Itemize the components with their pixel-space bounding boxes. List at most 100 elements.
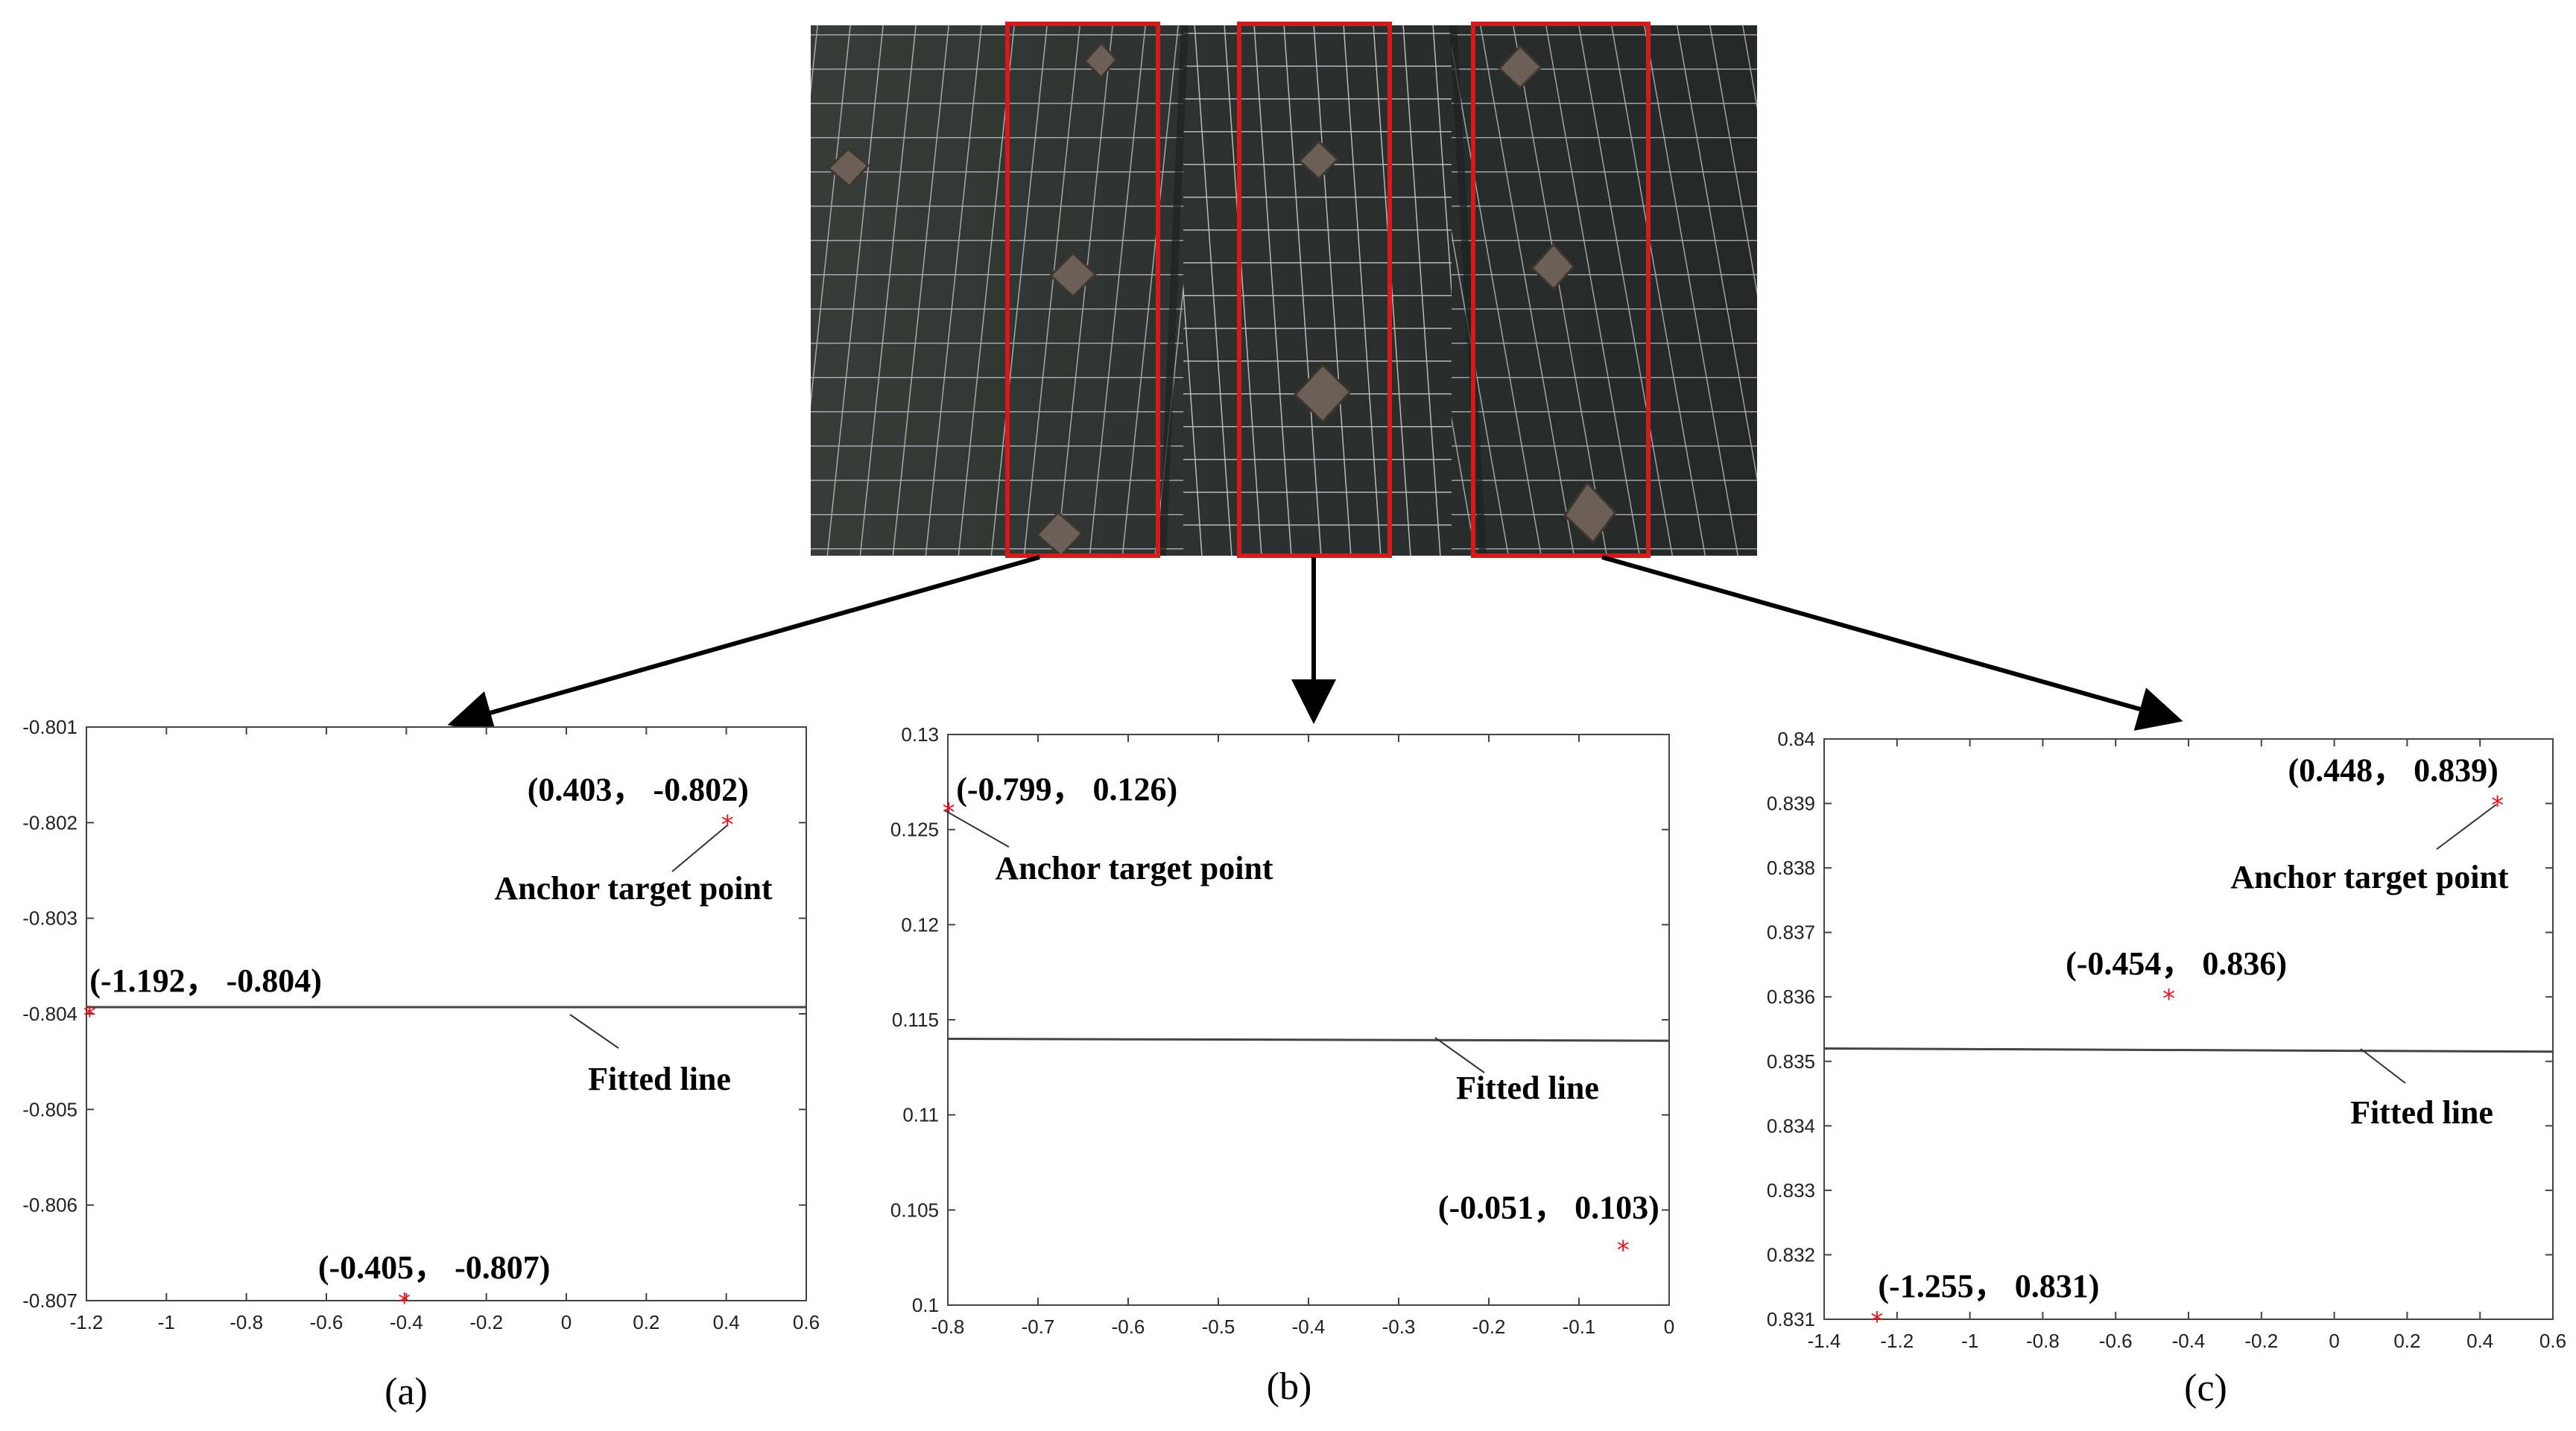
data-point-marker: * bbox=[2491, 791, 2504, 821]
x-tick-label: -0.5 bbox=[1202, 1316, 1235, 1338]
y-tick-label: 0.832 bbox=[1767, 1243, 1815, 1266]
anchor-plate-icon bbox=[1083, 41, 1118, 80]
x-tick-label: 0 bbox=[561, 1311, 572, 1333]
y-tick-label: -0.801 bbox=[22, 716, 77, 738]
anchor-target-label: Anchor target point bbox=[995, 850, 1273, 886]
fitted-leader-line bbox=[569, 1014, 619, 1049]
y-tick-label: 0.839 bbox=[1767, 793, 1815, 815]
selection-box-b bbox=[1237, 22, 1392, 558]
anchor-target-label: Anchor target point bbox=[494, 870, 773, 907]
x-tick-label: -0.6 bbox=[310, 1311, 344, 1333]
fitted-leader-line bbox=[1434, 1037, 1485, 1073]
x-tick-label: -1.4 bbox=[1808, 1330, 1841, 1352]
y-tick-label: 0.13 bbox=[901, 723, 939, 746]
y-tick-label: -0.806 bbox=[22, 1194, 77, 1216]
chart-caption: (b) bbox=[1267, 1365, 1312, 1408]
y-tick-label: 0.12 bbox=[901, 913, 939, 936]
fitted-line-label: Fitted line bbox=[588, 1061, 731, 1097]
plot-area bbox=[947, 734, 1670, 1306]
fitted-line bbox=[947, 1038, 1670, 1042]
arrow-to-chart-a bbox=[447, 555, 1040, 734]
arrow-to-chart-c bbox=[1601, 555, 2183, 731]
x-tick-label: -1 bbox=[158, 1311, 175, 1333]
data-point-label: (0.448， 0.839) bbox=[2288, 752, 2499, 789]
data-point-marker: * bbox=[2162, 984, 2175, 1014]
x-tick-label: 0.6 bbox=[2539, 1330, 2566, 1352]
x-tick-label: 0.2 bbox=[2393, 1330, 2420, 1352]
y-tick-label: 0.837 bbox=[1767, 921, 1815, 944]
data-point-label: (-0.051， 0.103) bbox=[1438, 1189, 1659, 1225]
y-tick-label: 0.11 bbox=[902, 1104, 939, 1126]
x-tick-label: 0.6 bbox=[793, 1311, 820, 1333]
x-tick-label: -0.4 bbox=[390, 1311, 423, 1333]
x-tick-label: -0.2 bbox=[2244, 1330, 2278, 1352]
y-tick-label: 0.836 bbox=[1767, 986, 1815, 1008]
x-tick-label: -0.4 bbox=[2172, 1330, 2206, 1352]
x-tick-label: -0.8 bbox=[230, 1311, 263, 1333]
x-tick-label: -0.8 bbox=[2026, 1330, 2060, 1352]
selection-box-a bbox=[1005, 22, 1160, 558]
x-tick-label: 0.2 bbox=[633, 1311, 659, 1333]
anchor-plate-icon bbox=[1293, 363, 1352, 424]
y-tick-label: -0.807 bbox=[22, 1289, 77, 1312]
selection-box-c bbox=[1471, 22, 1651, 558]
y-tick-label: 0.115 bbox=[892, 1009, 939, 1031]
anchor-plate-icon bbox=[1048, 251, 1098, 299]
x-tick-label: -0.8 bbox=[931, 1316, 965, 1338]
y-tick-label: 0.834 bbox=[1767, 1114, 1815, 1137]
y-tick-label: -0.803 bbox=[22, 907, 77, 930]
anchor-plate-icon bbox=[1563, 480, 1617, 545]
chart-b: -0.8 -0.7 -0.6 -0.5 -0.4 -0.3 -0.2 -0.1 0 0.13 0.1… bbox=[890, 723, 1674, 1408]
y-tick-label: 0.831 bbox=[1767, 1308, 1815, 1330]
y-tick-label: 0.833 bbox=[1767, 1179, 1815, 1202]
x-tick-label: -0.6 bbox=[1112, 1316, 1145, 1338]
anchor-leader-line bbox=[671, 825, 728, 872]
fitted-line bbox=[1823, 1047, 2554, 1053]
data-point-marker: * bbox=[83, 1001, 96, 1031]
anchor-leader-line bbox=[944, 810, 1010, 848]
anchor-plate-icon bbox=[1497, 44, 1543, 90]
fitted-line-label: Fitted line bbox=[2350, 1094, 2493, 1131]
anchor-plate-icon bbox=[1297, 139, 1340, 181]
x-tick-label: 0.4 bbox=[2466, 1330, 2493, 1352]
x-tick-label: 0 bbox=[1664, 1316, 1674, 1338]
y-tick-label: 0.835 bbox=[1767, 1050, 1815, 1073]
x-tick-label: -0.3 bbox=[1382, 1316, 1416, 1338]
data-point-marker: * bbox=[1870, 1307, 1883, 1336]
anchor-plate-icon bbox=[826, 147, 870, 188]
y-tick-label: 0.125 bbox=[890, 819, 939, 841]
anchor-leader-line bbox=[2436, 804, 2497, 850]
data-point-label: (-1.192， -0.804) bbox=[89, 962, 322, 999]
data-point-marker: * bbox=[1617, 1235, 1630, 1265]
chart-caption: (c) bbox=[2184, 1367, 2227, 1409]
data-point-marker: * bbox=[398, 1288, 411, 1318]
x-tick-label: -1.2 bbox=[1880, 1330, 1914, 1352]
x-tick-label: 0.4 bbox=[713, 1311, 740, 1333]
x-tick-label: -0.4 bbox=[1292, 1316, 1326, 1338]
data-point-marker: * bbox=[721, 810, 734, 840]
plot-area bbox=[1823, 738, 2554, 1320]
x-tick-label: -1.2 bbox=[70, 1311, 104, 1333]
y-tick-label: -0.805 bbox=[22, 1098, 77, 1120]
data-point-label: (-1.255， 0.831) bbox=[1878, 1268, 2099, 1304]
x-tick-label: -0.6 bbox=[2099, 1330, 2133, 1352]
data-point-label: (-0.454， 0.836) bbox=[2066, 945, 2287, 982]
y-tick-label: -0.804 bbox=[22, 1003, 77, 1025]
x-tick-label: -1 bbox=[1961, 1330, 1978, 1352]
data-point-label: (-0.799， 0.126) bbox=[956, 771, 1177, 807]
y-tick-label: 0.838 bbox=[1767, 857, 1815, 879]
y-tick-label: 0.84 bbox=[1777, 728, 1815, 750]
x-tick-label: -0.7 bbox=[1022, 1316, 1055, 1338]
fitted-line-label: Fitted line bbox=[1456, 1070, 1599, 1106]
y-tick-label: -0.802 bbox=[22, 811, 77, 834]
anchor-plate-icon bbox=[1530, 242, 1576, 291]
plot-area bbox=[86, 726, 807, 1301]
x-tick-label: -0.2 bbox=[1472, 1316, 1506, 1338]
x-tick-label: -0.1 bbox=[1563, 1316, 1596, 1338]
y-tick-label: 0.105 bbox=[890, 1199, 939, 1221]
fitted-leader-line bbox=[2360, 1048, 2406, 1084]
y-tick-label: 0.1 bbox=[912, 1294, 939, 1316]
